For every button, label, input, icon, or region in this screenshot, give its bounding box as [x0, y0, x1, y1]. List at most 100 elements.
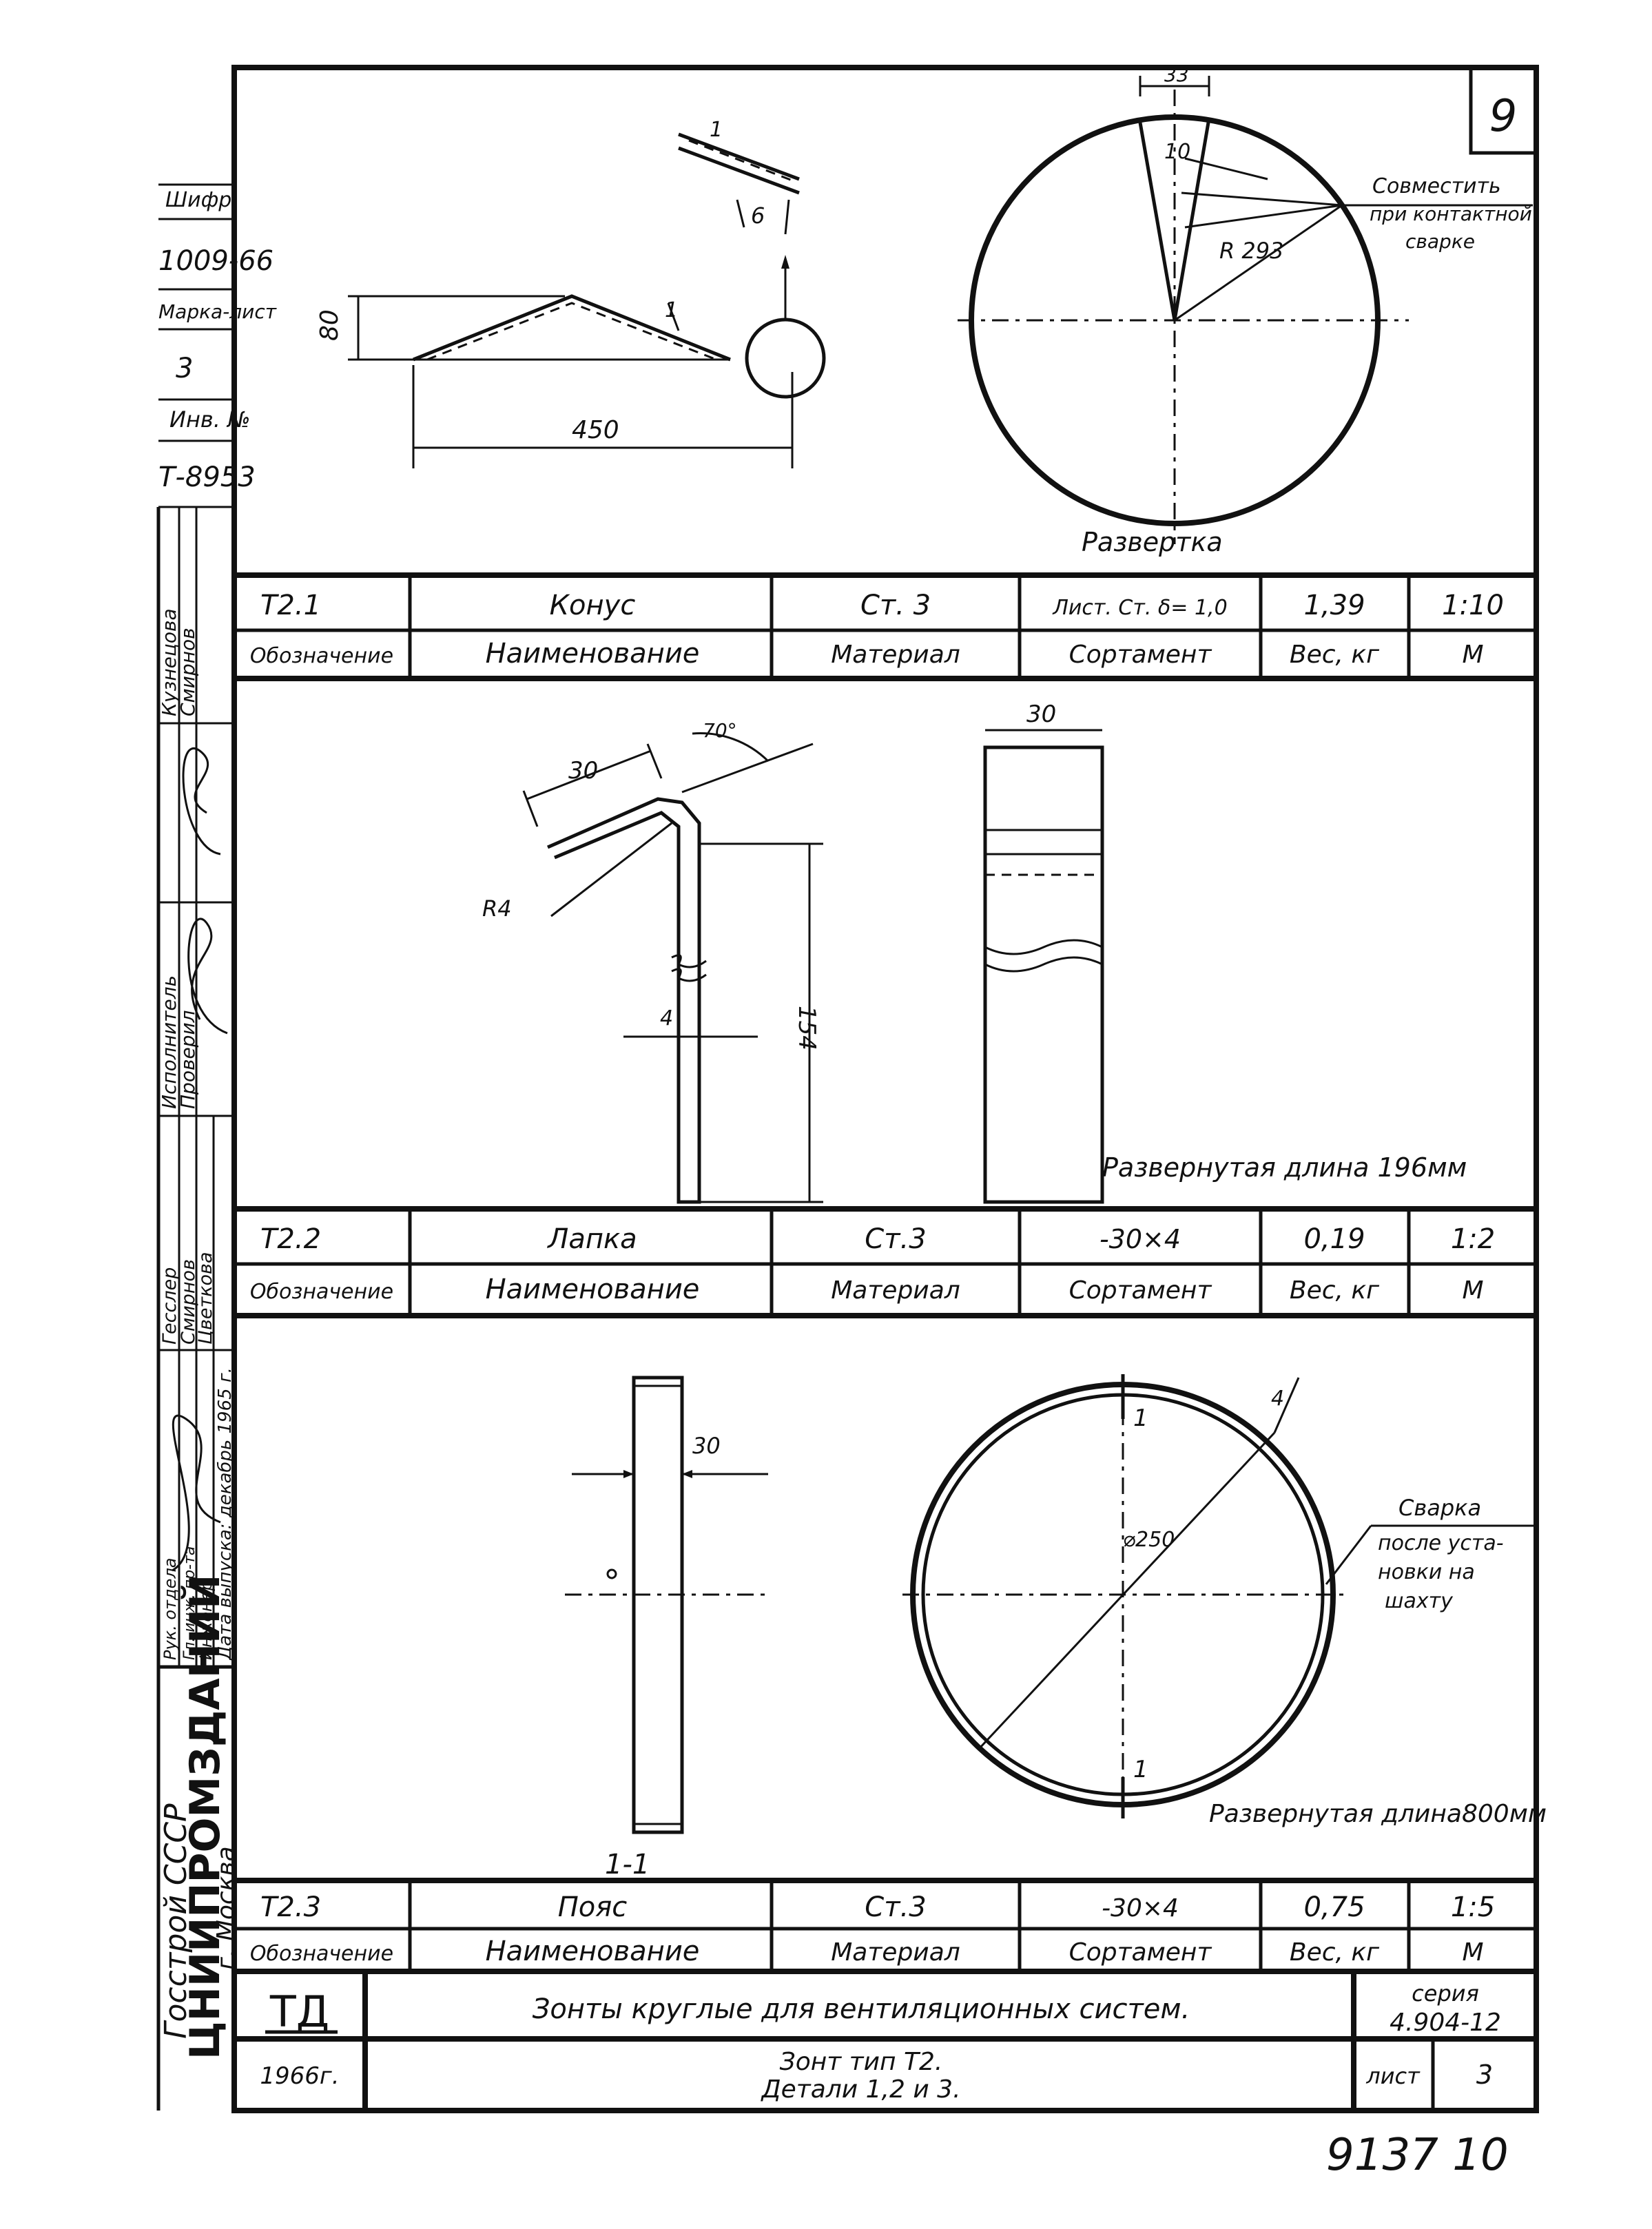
cell-assortment: Лист. Ст. δ= 1,0: [1052, 596, 1227, 620]
spec-table-3: Т2.3 Пояс Ст.3 -30×4 0,75 1:5 Обозначени…: [234, 1878, 1536, 1974]
weld-note-line: сварке: [1405, 230, 1475, 253]
stamp-name: Гесслер: [159, 1267, 180, 1345]
cell-weight: 0,75: [1303, 1891, 1365, 1923]
dim-radius: R 293: [1219, 238, 1283, 264]
signature-scribble: [172, 1414, 221, 1572]
weld-note-line: шахту: [1385, 1589, 1454, 1613]
code-value: 1009-66: [158, 245, 273, 277]
header-designation: Обозначение: [250, 1280, 393, 1304]
cell-weight: 0,19: [1303, 1223, 1365, 1255]
inv-value: Т-8953: [158, 462, 256, 493]
drawing-title: Зонты круглые для вентиляционных систем.: [533, 1993, 1190, 2025]
sheet-number-box: [1469, 68, 1536, 155]
header-assortment: Сортамент: [1069, 641, 1212, 669]
cell-assortment: -30×4: [1099, 1224, 1181, 1254]
cell-weight: 1,39: [1303, 590, 1365, 621]
signature-scribble: [182, 747, 221, 856]
header-designation: Обозначение: [250, 644, 393, 668]
cell-material: Ст.3: [865, 1223, 926, 1255]
weld-note-line: Совместить: [1372, 174, 1501, 198]
stamp-role: Проверил: [176, 1010, 199, 1109]
sheet-number: 9: [1489, 91, 1518, 142]
dim-thickness: 1: [665, 298, 678, 322]
signature-scribble: [187, 917, 228, 1035]
cell-scale: 1:5: [1451, 1891, 1495, 1923]
sheet-frame: [231, 65, 1539, 2113]
part1-cone-drawing: 80 450 1 6 1 33 10 R 293: [316, 63, 1533, 557]
dim-bend-radius: R4: [482, 895, 512, 922]
dim-diameter: ⌀250: [1123, 1528, 1175, 1552]
dim-detail-thickness: 1: [710, 118, 723, 142]
cell-name: Пояс: [558, 1891, 628, 1923]
dim-arc: 33: [1164, 63, 1189, 86]
dim-width: 30: [692, 1433, 721, 1459]
cell-assortment: -30×4: [1102, 1894, 1179, 1922]
header-name: Наименование: [486, 638, 700, 670]
cell-material: Ст. 3: [860, 590, 931, 621]
section-mark-top: 1: [1133, 1404, 1148, 1432]
weld-note-line: новки на: [1378, 1560, 1475, 1584]
cell-designation: Т2.2: [260, 1223, 321, 1255]
stamp-role: Инженер: [196, 1580, 216, 1660]
stamp-release-date: Дата выпуска: декабрь 1965 г.: [215, 1367, 236, 1661]
inv-label: Инв. №: [169, 406, 250, 433]
header-assortment: Сортамент: [1069, 1276, 1212, 1305]
developed-length-note: Развернутая длина 196мм: [1102, 1152, 1467, 1183]
dim-detail: 6: [751, 203, 765, 229]
header-material: Материал: [831, 641, 960, 669]
logo: ТД: [269, 1987, 329, 2037]
dim-gap: 10: [1164, 140, 1190, 164]
code-label: Шифр: [165, 188, 231, 212]
stamp-name: Цветкова: [195, 1252, 216, 1345]
dim-thickness: 4: [1271, 1387, 1284, 1411]
header-material: Материал: [831, 1938, 960, 1967]
sheet-label: лист: [1365, 2063, 1421, 2089]
cell-material: Ст.3: [865, 1891, 926, 1923]
spec-table-1: Т2.1 Конус Ст. 3 Лист. Ст. δ= 1,0 1,39 1…: [234, 572, 1536, 681]
cell-scale: 1:2: [1451, 1223, 1495, 1255]
cell-name: Конус: [550, 590, 636, 621]
weld-note-line: Сварка: [1398, 1495, 1481, 1521]
header-weight: Вес, кг: [1290, 1276, 1380, 1305]
dim-length: 450: [572, 416, 619, 444]
stamp-role: Рук. отдела: [161, 1558, 180, 1661]
dim-height: 154: [793, 1006, 820, 1050]
series-value: 4.904-12: [1390, 2009, 1501, 2037]
cell-name: Лапка: [546, 1223, 637, 1255]
weld-note-line: после уста-: [1378, 1531, 1504, 1555]
dim-angle: 70°: [703, 719, 737, 742]
section-label: 1-1: [605, 1849, 650, 1880]
developed-length-note: Развернутая длина800мм: [1209, 1800, 1547, 1828]
dim-flange: 30: [568, 757, 598, 785]
stamp-role: Гл. инж. пр-та: [181, 1546, 198, 1660]
archive-number: 9137 10: [1326, 2130, 1509, 2181]
drawing-subtitle: Зонт тип Т2.: [780, 2048, 943, 2076]
sheet-value: 3: [1476, 2060, 1493, 2090]
org-institute: ЦНИИПРОМЗДАНИЙ: [180, 1575, 229, 2060]
dim-width: 30: [1026, 701, 1056, 728]
cell-designation: Т2.1: [260, 590, 321, 621]
cell-scale: 1:10: [1442, 590, 1504, 621]
header-designation: Обозначение: [250, 1942, 393, 1966]
development-label: Развертка: [1082, 527, 1223, 557]
drawing-subtitle: Детали 1,2 и 3.: [760, 2075, 960, 2104]
header-name: Наименование: [486, 1936, 700, 1967]
stamp-name: Смирнов: [176, 628, 199, 716]
header-name: Наименование: [486, 1274, 700, 1305]
header-scale: М: [1462, 1276, 1483, 1305]
spec-table-2: Т2.2 Лапка Ст.3 -30×4 0,19 1:2 Обозначен…: [234, 1206, 1536, 1318]
weld-note-line: при контактной: [1370, 203, 1532, 225]
mark-sheet-label: Марка-лист: [158, 300, 277, 323]
cell-designation: Т2.3: [260, 1891, 321, 1923]
mark-sheet-value: 3: [176, 353, 193, 384]
header-scale: М: [1462, 641, 1483, 669]
org-ministry: Госстрой СССР: [158, 1803, 194, 2039]
dim-thickness: 4: [660, 1006, 673, 1030]
part2-bracket-drawing: 30 70° R4 4 154 30 Развернутая длина 196…: [482, 701, 1467, 1204]
header-weight: Вес, кг: [1290, 1938, 1380, 1967]
header-assortment: Сортамент: [1069, 1938, 1212, 1967]
header-material: Материал: [831, 1276, 960, 1305]
series-label: серия: [1412, 1980, 1479, 2007]
header-weight: Вес, кг: [1290, 641, 1380, 669]
